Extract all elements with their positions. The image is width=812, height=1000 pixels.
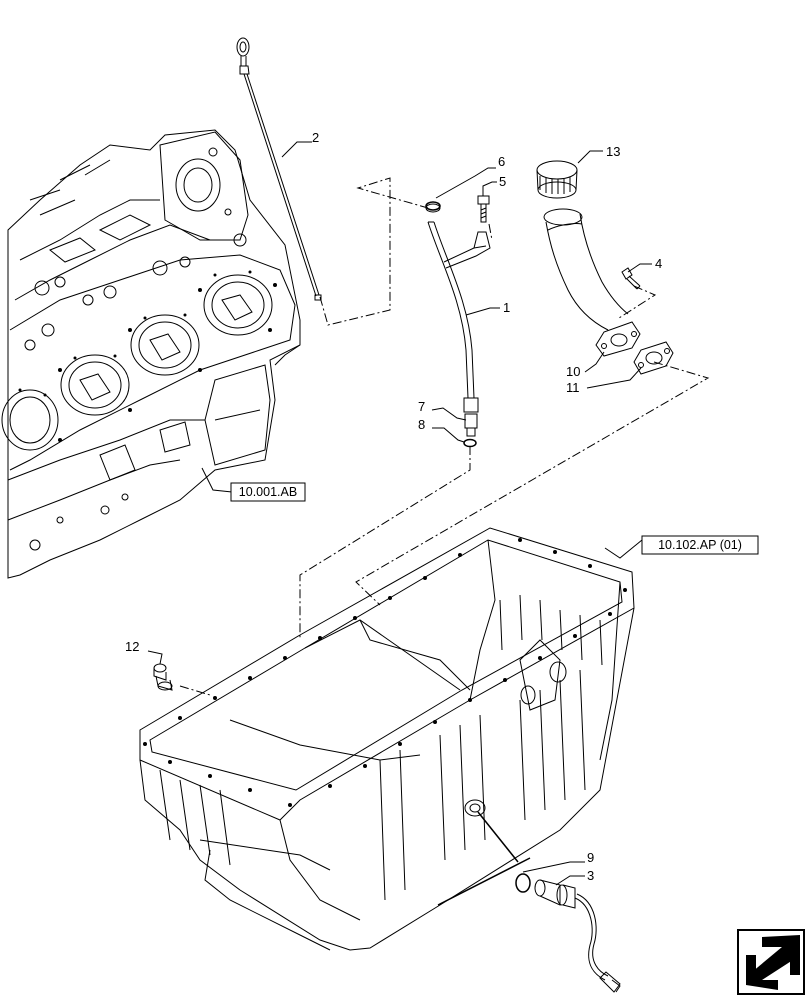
- dipstick-tube: [425, 203, 491, 413]
- o-ring-9: [515, 873, 531, 893]
- drain-plug: [153, 663, 173, 691]
- oil-filler-cap: [536, 160, 578, 199]
- bracket-bolt: [477, 195, 490, 223]
- reference-oil-pan-label: 10.102.AP (01): [658, 538, 742, 552]
- engine-block: [1, 129, 301, 579]
- reference-oil-pan[interactable]: 10.102.AP (01): [641, 535, 759, 555]
- head-bolt-holes: [18, 270, 277, 442]
- callout-6: 6: [498, 154, 505, 169]
- oil-pan: [139, 527, 635, 951]
- next-page-arrow-icon[interactable]: [737, 929, 805, 995]
- callout-11: 11: [566, 380, 580, 395]
- callout-13: 13: [606, 144, 620, 159]
- callout-4: 4: [655, 256, 662, 271]
- connection-lines: [179, 177, 710, 696]
- callout-5: 5: [499, 174, 506, 189]
- filler-neck-tube: [543, 208, 629, 331]
- callout-3: 3: [587, 868, 594, 883]
- cylinder-bores: [1, 274, 273, 451]
- reference-engine-block[interactable]: 10.001.AB: [230, 482, 306, 502]
- flange-bolt-4: [621, 267, 641, 290]
- sealing-washer-8: [463, 438, 477, 448]
- callout-7: 7: [418, 399, 425, 414]
- callout-labels: 1 2 3 4 5 6 7 8 9 10 11 12 13: [125, 130, 662, 883]
- callout-9: 9: [587, 850, 594, 865]
- callout-10: 10: [566, 364, 580, 379]
- o-ring-6: [425, 201, 441, 211]
- oil-level-sensor: [534, 879, 621, 993]
- leader-lines: [147, 141, 652, 906]
- reference-engine-block-label: 10.001.AB: [239, 485, 297, 499]
- dipstick: [236, 37, 322, 301]
- filler-neck-flange: [595, 321, 641, 357]
- tube-adapter: [464, 413, 478, 437]
- callout-8: 8: [418, 417, 425, 432]
- callout-1: 1: [503, 300, 510, 315]
- callout-12: 12: [125, 639, 139, 654]
- flange-gasket: [633, 341, 674, 375]
- callout-2: 2: [312, 130, 319, 145]
